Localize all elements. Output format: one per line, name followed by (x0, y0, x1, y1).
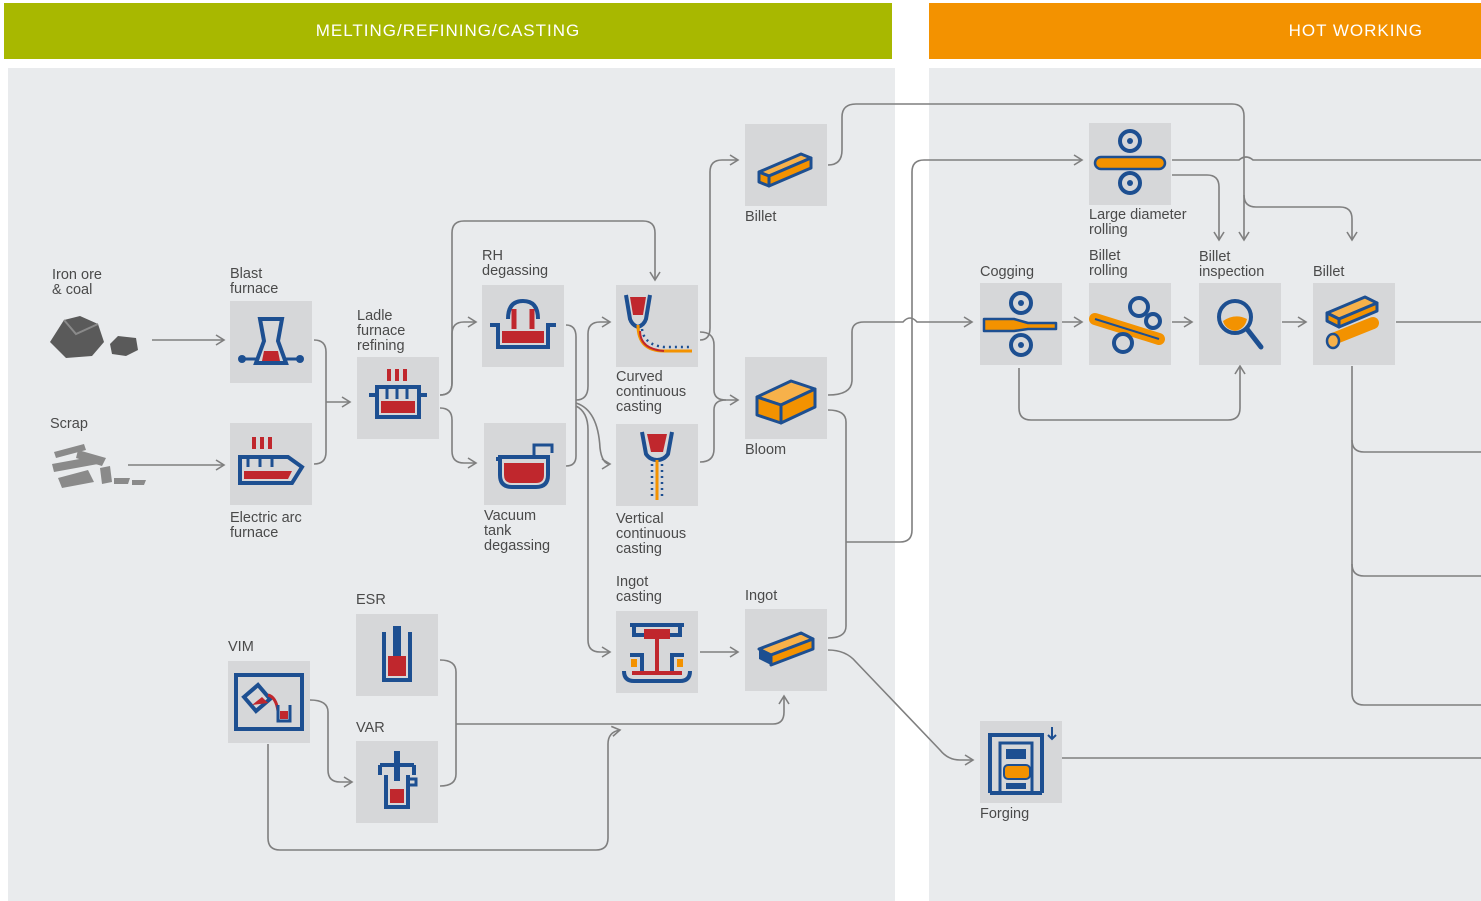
large-diameter-rolling-icon (1093, 129, 1167, 195)
label-curved: Curved continuous casting (616, 369, 687, 415)
cogging-box[interactable] (980, 283, 1062, 365)
label-forging: Forging (980, 806, 1030, 822)
section-header-melting: MELTING/REFINING/CASTING (4, 3, 892, 59)
vacuum-tank-box[interactable] (484, 423, 566, 505)
cogging-icon (982, 291, 1058, 357)
billets-icon (1325, 295, 1379, 350)
label-bloom: Bloom (745, 442, 787, 458)
curved-casting-icon (624, 294, 692, 353)
esr-box[interactable] (356, 614, 438, 696)
label-vim: VIM (228, 639, 254, 655)
ingot-block-icon (757, 631, 815, 667)
vim-icon (234, 673, 304, 731)
vertical-casting-box[interactable] (616, 424, 698, 506)
billet-rolling-icon (1089, 296, 1165, 354)
bloom-block-icon (755, 379, 817, 425)
label-ingot-casting: Ingot casting (616, 574, 662, 605)
billet-bar-icon (757, 152, 813, 188)
label-large-diameter: Large diameter rolling (1089, 207, 1187, 238)
label-var: VAR (356, 720, 385, 736)
blast-furnace-icon (238, 317, 304, 365)
label-rh: RH degassing (482, 248, 549, 279)
label-billet-rolling: Billet rolling (1089, 248, 1128, 279)
electric-arc-furnace-icon (238, 437, 305, 485)
ingot-casting-box[interactable] (616, 611, 698, 693)
billet-product-box[interactable] (745, 124, 827, 206)
electric-arc-furnace-box[interactable] (230, 423, 312, 505)
vim-box[interactable] (228, 661, 310, 743)
label-electric-arc: Electric arc furnace (230, 510, 302, 541)
label-billet-inspection: Billet inspection (1199, 249, 1265, 280)
billet-product-box-2[interactable] (1313, 283, 1395, 365)
label-billet-2: Billet (1313, 264, 1345, 280)
rh-degassing-box[interactable] (482, 285, 564, 367)
label-iron-ore: Iron ore & coal (52, 267, 102, 298)
var-icon (378, 751, 418, 809)
scrap-icon (48, 438, 156, 494)
label-blast-furnace: Blast furnace (230, 266, 279, 297)
magnifier-icon (1217, 299, 1264, 350)
billet-rolling-box[interactable] (1089, 283, 1171, 365)
label-vertical: Vertical continuous casting (616, 511, 687, 557)
billet-inspection-box[interactable] (1199, 283, 1281, 365)
large-diameter-rolling-box[interactable] (1089, 123, 1171, 205)
ladle-furnace-icon (369, 369, 427, 419)
label-cogging: Cogging (980, 264, 1035, 280)
forging-box[interactable] (980, 721, 1062, 803)
label-ingot: Ingot (745, 588, 778, 604)
label-vacuum: Vacuum tank degassing (484, 508, 551, 554)
esr-icon (382, 626, 412, 682)
blast-furnace-box[interactable] (230, 301, 312, 383)
rh-degassing-icon (490, 298, 556, 349)
vacuum-tank-icon (496, 443, 554, 489)
ladle-furnace-box[interactable] (357, 357, 439, 439)
forging-press-icon (988, 727, 1057, 795)
ingot-product-box[interactable] (745, 609, 827, 691)
section-header-hot-working: HOT WORKING (929, 3, 1481, 59)
ingot-casting-icon (622, 623, 692, 683)
ore-coal-icon (46, 308, 146, 364)
var-box[interactable] (356, 741, 438, 823)
vertical-casting-icon (640, 431, 674, 500)
label-billet: Billet (745, 209, 777, 225)
bloom-product-box[interactable] (745, 357, 827, 439)
melting-panel (8, 68, 895, 901)
label-ladle: Ladle furnace refining (357, 308, 406, 354)
curved-casting-box[interactable] (616, 285, 698, 367)
label-esr: ESR (356, 592, 386, 608)
label-scrap: Scrap (50, 416, 88, 432)
